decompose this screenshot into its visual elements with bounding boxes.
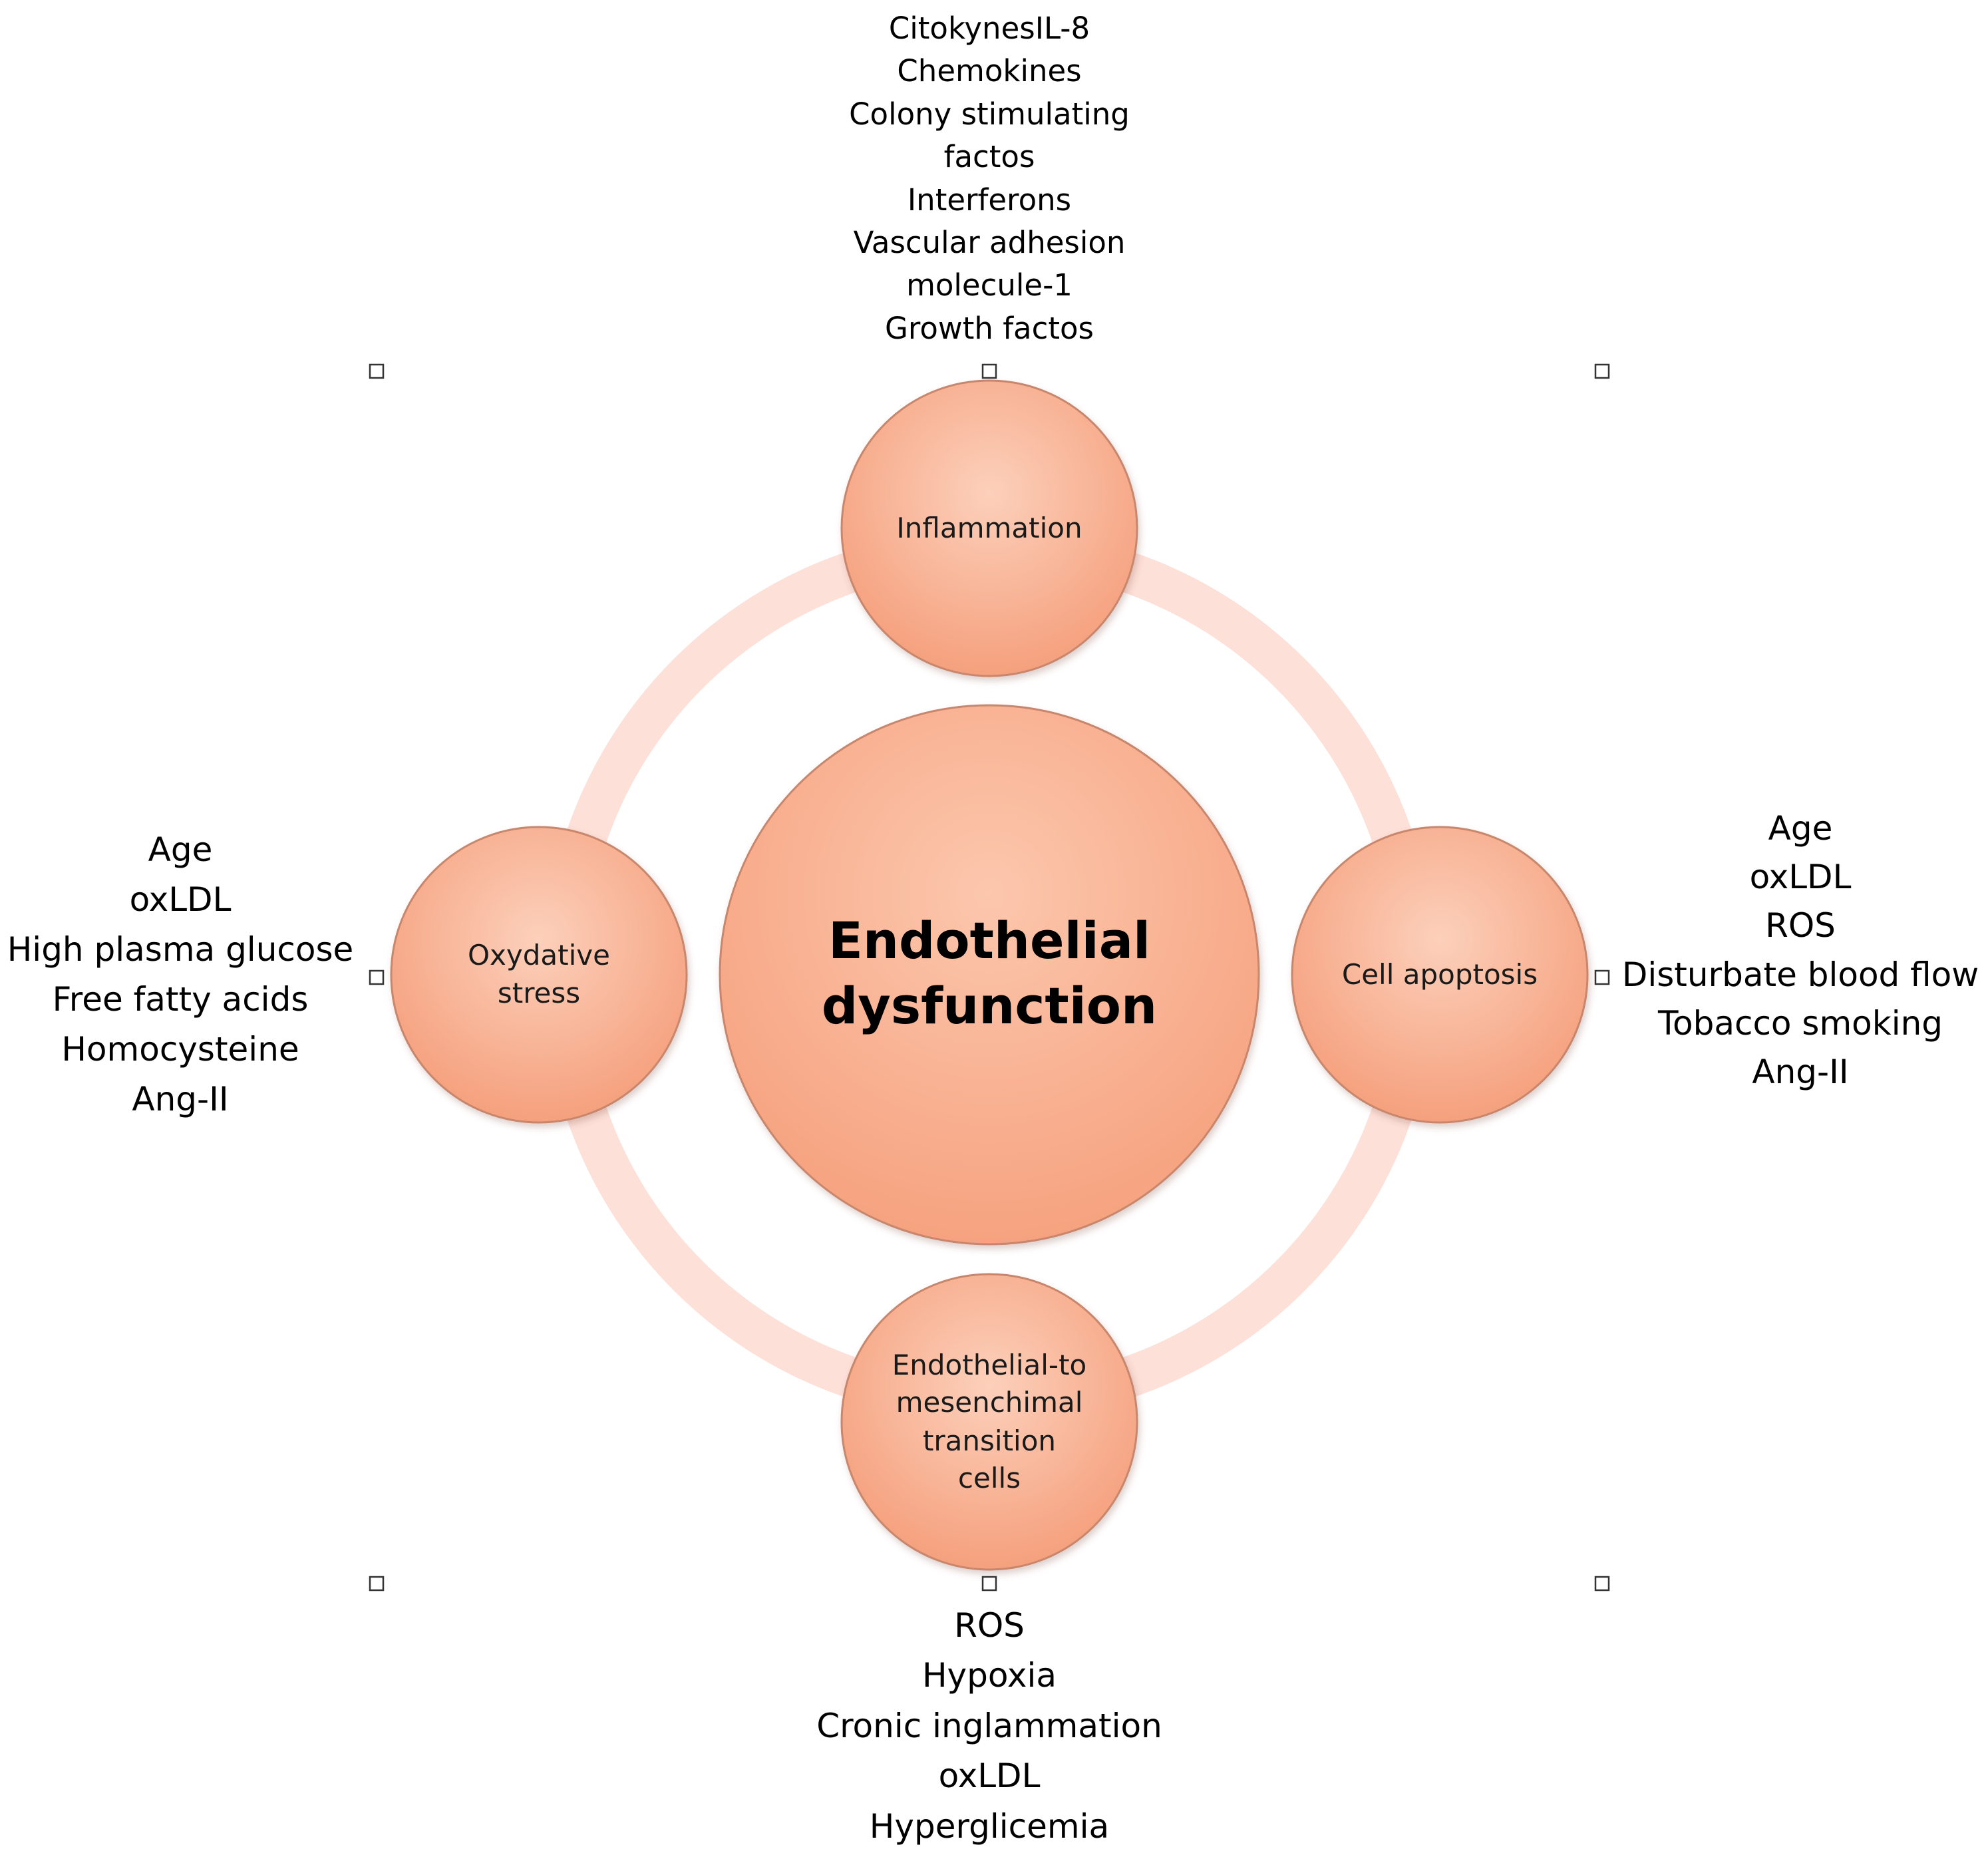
handle-bottom-right[interactable] — [1594, 1576, 1610, 1592]
oxidative-stress-factor: Homocysteine — [61, 1030, 299, 1069]
inflammation-factor: Chemokines — [897, 53, 1081, 88]
handle-top-center[interactable] — [981, 363, 997, 379]
oxidative-stress-factor: Age — [148, 830, 213, 869]
oxidative-stress-node: Oxydative stress — [390, 826, 688, 1124]
endmt-factors: ROS Hypoxia Cronic inglammation oxLDL Hy… — [816, 1606, 1162, 1846]
endmt-label-line2: mesenchimal — [896, 1386, 1083, 1419]
oxidative-stress-factor: oxLDL — [130, 880, 232, 919]
cell-apoptosis-factor: Ang-II — [1752, 1053, 1848, 1091]
inflammation-node: Inflammation — [840, 379, 1138, 677]
handle-middle-right[interactable] — [1594, 969, 1610, 985]
selection-handles — [369, 363, 1610, 1592]
handle-bottom-center[interactable] — [981, 1576, 997, 1592]
cell-apoptosis-node: Cell apoptosis — [1291, 826, 1589, 1124]
handle-top-right[interactable] — [1594, 363, 1610, 379]
inflammation-factors: CitokynesIL-8 Chemokines Colony stimulat… — [849, 11, 1130, 346]
cell-apoptosis-factor: ROS — [1765, 906, 1836, 945]
inflammation-factor: Vascular adhesion — [854, 225, 1126, 260]
inflammation-factor: factos — [944, 139, 1035, 174]
endmt-label-line1: Endothelial-to — [892, 1349, 1087, 1381]
endmt-factor: Cronic inglammation — [816, 1707, 1162, 1745]
center-label-line2: dysfunction — [822, 976, 1157, 1035]
oxidative-stress-factor: Ang-II — [132, 1080, 228, 1118]
cell-apoptosis-factor: Age — [1768, 809, 1833, 848]
endmt-factor: Hypoxia — [922, 1656, 1057, 1695]
inflammation-factor: Colony stimulating — [849, 96, 1130, 132]
endmt-label-line3: transition — [923, 1425, 1056, 1457]
inflammation-factor: Growth factos — [885, 311, 1094, 346]
oxidative-stress-label-line2: stress — [498, 977, 580, 1009]
endmt-factor: oxLDL — [939, 1757, 1041, 1795]
oxidative-stress-label-line1: Oxydative — [468, 939, 610, 971]
endmt-node: Endothelial-to mesenchimal transition ce… — [840, 1273, 1138, 1571]
cell-apoptosis-label: Cell apoptosis — [1342, 958, 1538, 991]
handle-bottom-left[interactable] — [369, 1576, 385, 1592]
cell-apoptosis-factor: Disturbate blood flow — [1622, 955, 1979, 994]
inflammation-label: Inflammation — [896, 512, 1082, 544]
cell-apoptosis-factor: oxLDL — [1750, 858, 1852, 896]
oxidative-stress-factors: Age oxLDL High plasma glucose Free fatty… — [7, 830, 354, 1118]
center-node: Endothelial dysfunction — [719, 704, 1260, 1246]
handle-middle-left[interactable] — [369, 969, 385, 985]
endmt-factor: Hyperglicemia — [870, 1807, 1109, 1846]
oxidative-stress-factor: High plasma glucose — [7, 930, 354, 969]
inflammation-factor: Interferons — [908, 182, 1071, 218]
center-label-line1: Endothelial — [828, 911, 1150, 970]
endmt-label-line4: cells — [958, 1462, 1021, 1494]
handle-top-left[interactable] — [369, 363, 385, 379]
endmt-factor: ROS — [954, 1606, 1025, 1645]
inflammation-factor: CitokynesIL-8 — [889, 11, 1090, 46]
cell-apoptosis-factors: Age oxLDL ROS Disturbate blood flow Toba… — [1622, 809, 1979, 1091]
cell-apoptosis-factor: Tobacco smoking — [1657, 1004, 1943, 1043]
inflammation-factor: molecule-1 — [906, 267, 1073, 303]
oxidative-stress-factor: Free fatty acids — [53, 980, 309, 1019]
